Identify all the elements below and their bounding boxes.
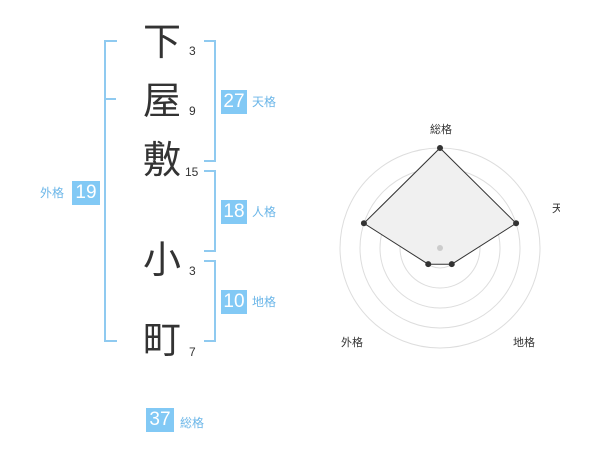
jinkaku-bracket [204,170,216,252]
radar-polygon [363,147,517,265]
radar-center [437,245,443,251]
tenkaku-label: 天格 [252,95,277,109]
radar-point [448,261,455,268]
gaikaku-label: 外格 [40,186,65,200]
soukaku-label: 総格 [180,416,205,430]
chikaku-bracket [204,260,216,342]
gaikaku-score: 19 [72,181,100,205]
radar-point [360,220,367,227]
stroke-count-4: 3 [189,264,196,278]
radar-axis-tenkaku: 天格 [552,201,560,215]
name-char-5: 町 [142,318,181,362]
tenkaku-score: 27 [221,90,247,114]
radar-axis-gaikaku: 外格 [341,335,363,349]
stroke-count-5: 7 [189,345,196,359]
jinkaku-score: 18 [221,200,247,224]
stroke-count-2: 9 [189,104,196,118]
stroke-count-3: 15 [185,165,199,179]
radar-point [437,145,443,151]
radar-point [513,220,520,227]
chikaku-score: 10 [221,290,247,314]
radar-axis-chikaku: 地格 [513,335,535,349]
soukaku-score: 37 [146,408,174,432]
radar-axis-soukaku: 総格 [430,122,452,136]
stroke-count-1: 3 [189,44,196,58]
radar-chart: 総格 天格 地格 外格 人格 [339,122,560,349]
gaikaku-bracket-tick [104,98,116,100]
name-char-3: 敷 [142,138,181,182]
tenkaku-bracket [204,40,216,162]
radar-point [425,261,432,268]
chikaku-label: 地格 [252,295,277,309]
name-char-4: 小 [142,238,181,282]
jinkaku-label: 人格 [252,205,277,219]
name-char-2: 屋 [142,79,181,123]
name-char-1: 下 [142,20,181,64]
gaikaku-bracket [104,40,117,342]
